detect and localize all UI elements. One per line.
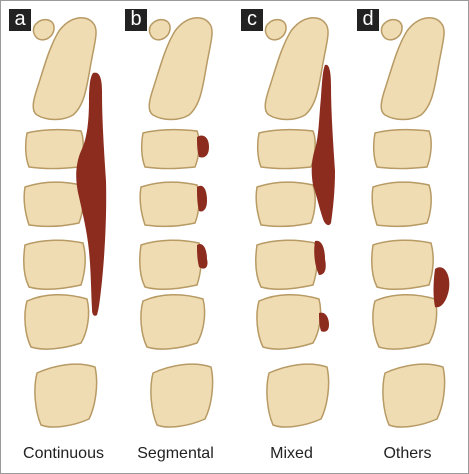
panel-letter: a [9,9,31,31]
vertebra-c7 [151,364,213,427]
vertebra-c4 [372,182,431,226]
panel-segmental: b Segmental [117,1,234,473]
vertebra-c6 [141,295,205,349]
panel-caption: Segmental [117,445,234,463]
vertebra-c5 [24,240,85,289]
vertebra-c5 [256,240,317,289]
ossification-lesion [197,135,209,157]
spine-illustration [233,1,350,441]
ossification-lesion [434,267,450,307]
vertebra-c3 [374,130,431,169]
vertebra-c6 [373,295,437,349]
ossification-lesion [319,313,329,332]
panel-letter: d [357,9,379,31]
vertebra-c5 [372,240,433,289]
vertebra-c3 [258,130,315,169]
vertebra-c5 [140,240,201,289]
ossification-lesion [197,244,208,269]
spine-illustration [117,1,234,441]
vertebra-c6 [257,295,321,349]
vertebra-c4 [24,182,83,226]
panel-letter: c [241,9,263,31]
vertebra-dens [381,20,402,40]
vertebra-c4 [256,182,315,226]
vertebra-dens [33,20,54,40]
vertebra-c3 [142,130,199,169]
vertebra-dens [265,20,286,40]
panel-others: d Others [349,1,466,473]
spine-illustration [1,1,118,441]
vertebra-c7 [383,364,445,427]
vertebra-c7 [35,364,97,427]
vertebra-c3 [26,130,83,169]
panel-mixed: c Mixed [233,1,350,473]
panel-caption: Mixed [233,445,350,463]
vertebra-dens [149,20,170,40]
vertebra-c6 [25,295,89,349]
panel-caption: Others [349,445,466,463]
spine-illustration [349,1,466,441]
vertebra-c4 [140,182,199,226]
ossification-lesion [197,186,207,212]
panel-letter: b [125,9,147,31]
panel-continuous: a Continuous [1,1,118,473]
panel-caption: Continuous [5,445,122,463]
vertebra-c7 [267,364,329,427]
